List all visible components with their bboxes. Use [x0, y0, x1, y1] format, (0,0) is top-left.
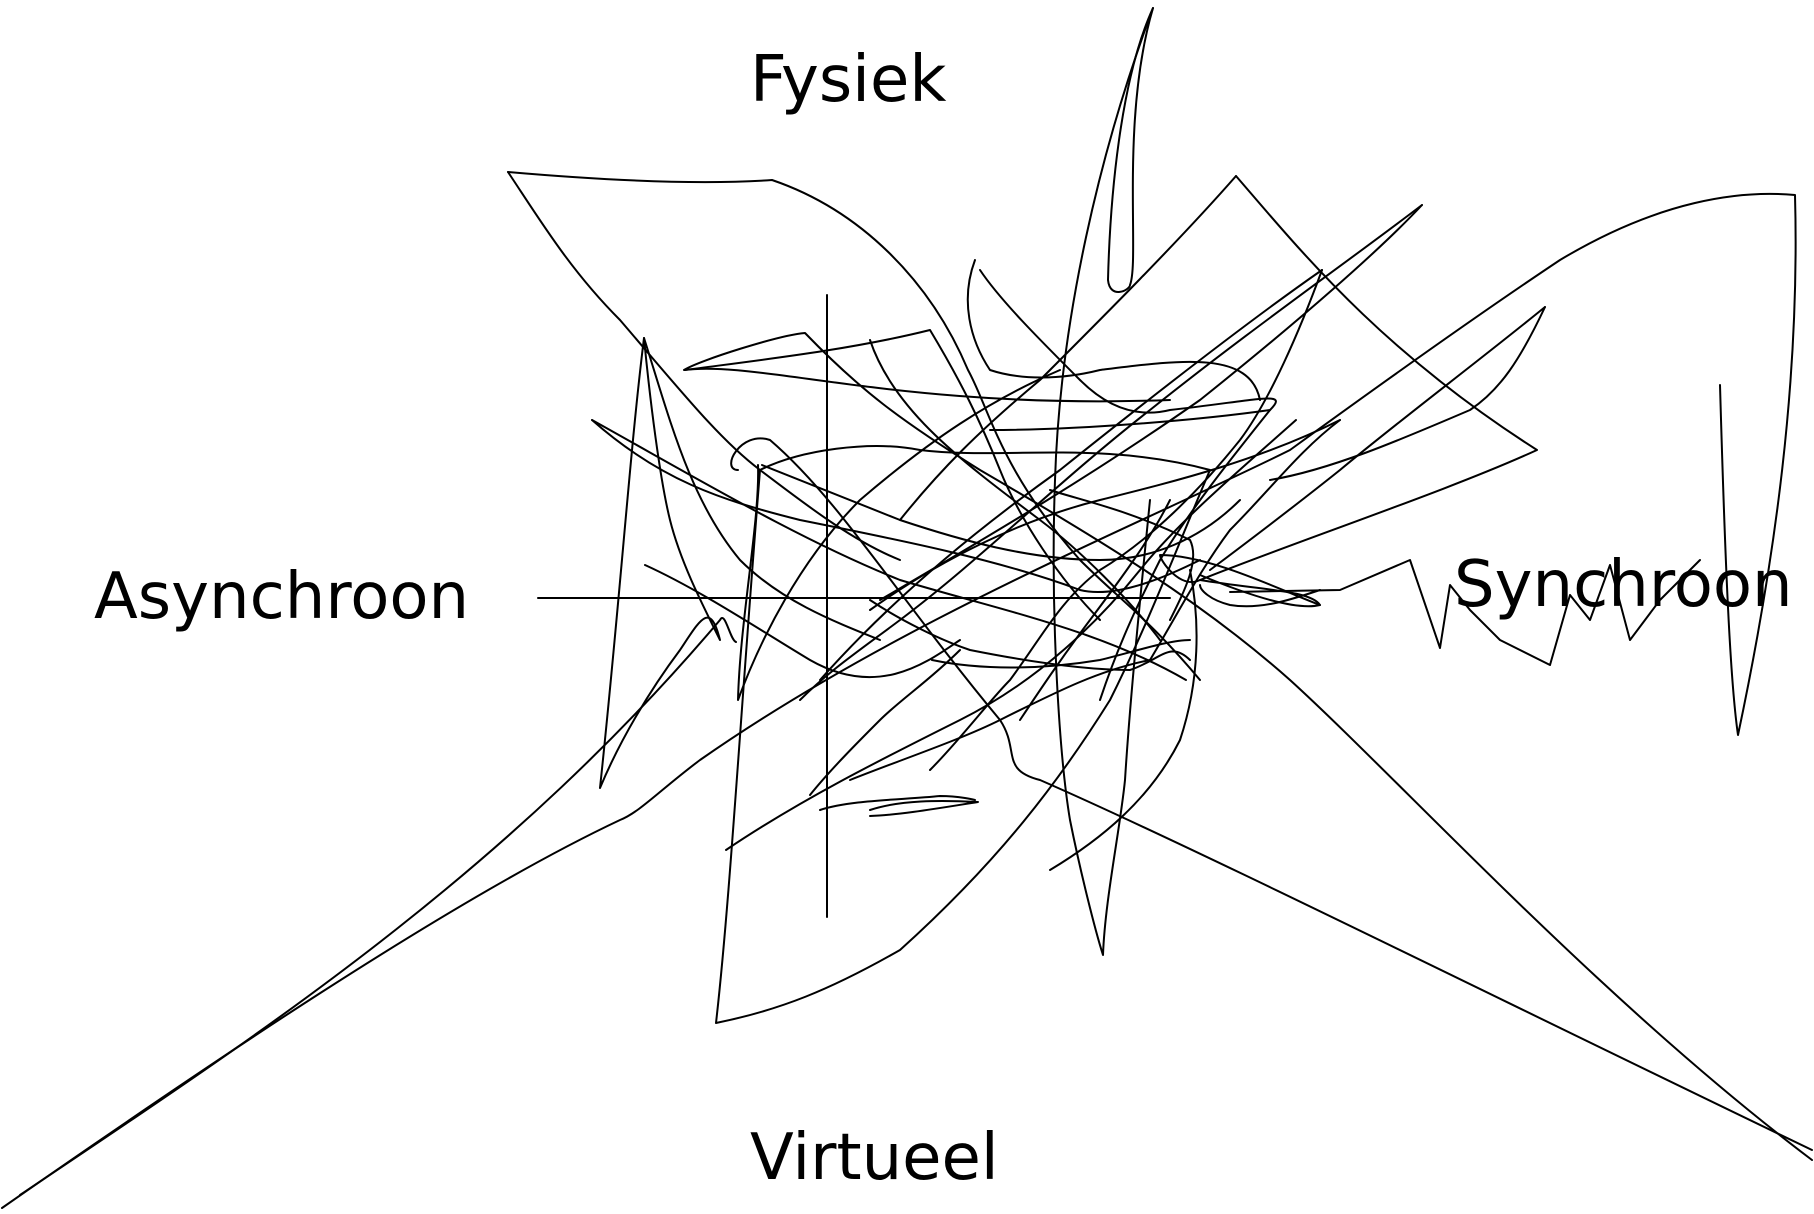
- scribble-stroke: [966, 259, 1261, 401]
- scribble-stroke: [899, 175, 1237, 521]
- scribble-stroke: [869, 339, 1161, 641]
- scribble-stroke: [1099, 409, 1271, 701]
- scribble-stroke: [799, 204, 1423, 701]
- scribble-stroke: [507, 171, 1201, 681]
- scribble-stroke: [507, 171, 901, 561]
- scribble-stroke: [761, 464, 1241, 561]
- scribble-stroke: [1229, 559, 1701, 666]
- scribble-stroke: [929, 269, 1323, 771]
- axis-label-bottom: Virtueel: [750, 1121, 999, 1195]
- scribble-stroke: [809, 649, 961, 796]
- scribble-stroke: [1052, 7, 1154, 956]
- scribble-stroke: [931, 639, 1191, 669]
- scribble-stroke: [869, 419, 1341, 611]
- scribble-stroke: [591, 419, 1201, 593]
- scribble-stroke: [19, 616, 737, 1196]
- scribble-stroke: [684, 329, 1101, 621]
- scribble-stroke: [730, 437, 1813, 1151]
- scribble-stroke: [643, 337, 881, 641]
- scribble-stroke: [879, 204, 1423, 601]
- scribble-stroke: [849, 659, 1151, 781]
- scribble-stroke: [591, 419, 1187, 681]
- scribble-stroke: [1107, 7, 1154, 293]
- scribble-stroke: [1159, 175, 1538, 606]
- scribble-stroke: [819, 269, 1323, 681]
- scribble-stroke: [819, 795, 976, 811]
- scribble-stroke: [599, 337, 721, 789]
- scribble-stroke: [1, 192, 1797, 1209]
- scribble-stroke: [725, 419, 1297, 851]
- scribble-stroke: [1269, 306, 1546, 481]
- scribble-stroke: [869, 599, 1191, 671]
- scribble-stroke: [1209, 306, 1546, 571]
- scribble-stroke: [869, 799, 979, 817]
- scribble-stroke: [1199, 584, 1321, 608]
- scribble-stroke: [1049, 569, 1198, 871]
- axis-label-right: Synchroon: [1454, 548, 1793, 622]
- scribble-stroke: [979, 269, 1277, 431]
- scribble-stroke: [1199, 574, 1321, 608]
- scribble-stroke: [644, 564, 961, 679]
- scribble-stroke: [1149, 419, 1341, 661]
- axis-label-top: Fysiek: [750, 43, 947, 117]
- scribble-stroke: [1019, 499, 1171, 721]
- scribble-stroke: [1049, 489, 1195, 621]
- scribble-stroke: [715, 445, 1211, 1024]
- axis-label-left: Asynchroon: [94, 560, 470, 634]
- scribble-stroke: [737, 369, 1061, 701]
